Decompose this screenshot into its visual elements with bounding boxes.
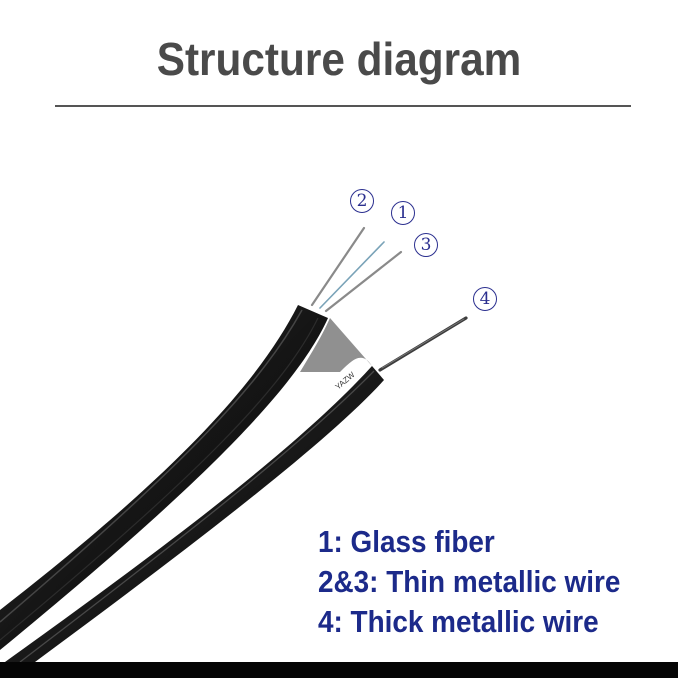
cable-web [300,318,372,372]
legend-item-glass-fiber: 1: Glass fiber [318,524,495,559]
marker-1: 1 [391,201,415,225]
strand-3-thin-wire [324,250,403,313]
main-cable-sheath [0,305,328,650]
marker-2: 2 [350,189,374,213]
strand-2-thin-wire [310,226,366,307]
main-cable-seam [0,317,319,641]
marker-4: 4 [473,287,497,311]
page-title: Structure diagram [156,33,522,85]
title-divider [55,105,631,107]
strand-4-thick-wire-shine [381,318,465,369]
marker-3: 3 [414,233,438,257]
secondary-cable-highlight [19,370,375,663]
secondary-cable-sheath [5,366,384,662]
legend: 1: Glass fiber 2&3: Thin metallic wire 4… [318,522,654,642]
bottom-border-bar [0,662,678,678]
legend-item-thick-metallic-wire: 4: Thick metallic wire [318,604,599,639]
main-cable-highlight [0,309,303,623]
strand-1-glass-fiber [319,241,385,309]
legend-item-thin-metallic-wire: 2&3: Thin metallic wire [318,564,621,599]
